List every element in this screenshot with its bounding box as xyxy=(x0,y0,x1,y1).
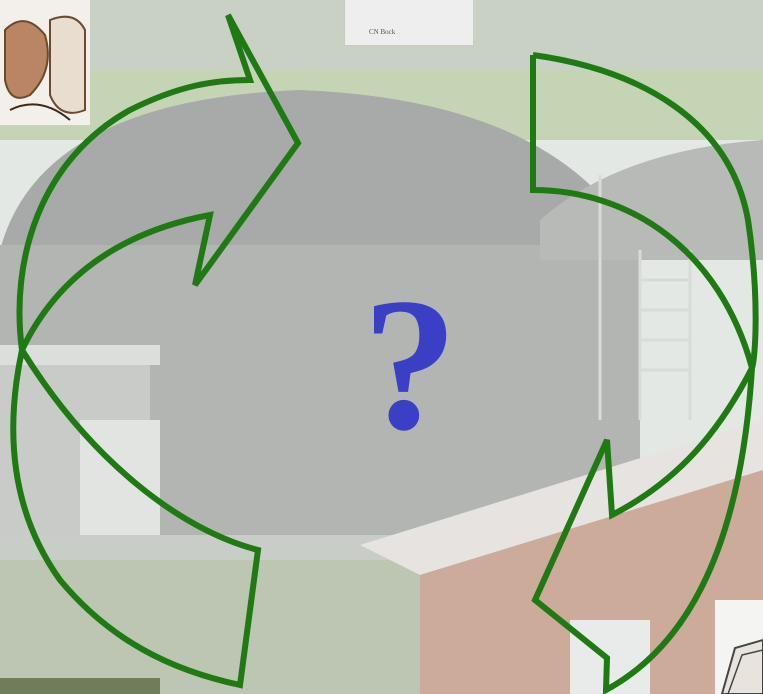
stacked-papers-icon xyxy=(715,600,763,694)
hand-sketch-icon xyxy=(0,0,90,125)
book-figure-icon: CN Bock xyxy=(344,0,474,46)
distant-field xyxy=(0,678,160,694)
question-mark-icon: ? xyxy=(355,270,465,460)
publication-card-label: CN Bock xyxy=(369,28,395,36)
